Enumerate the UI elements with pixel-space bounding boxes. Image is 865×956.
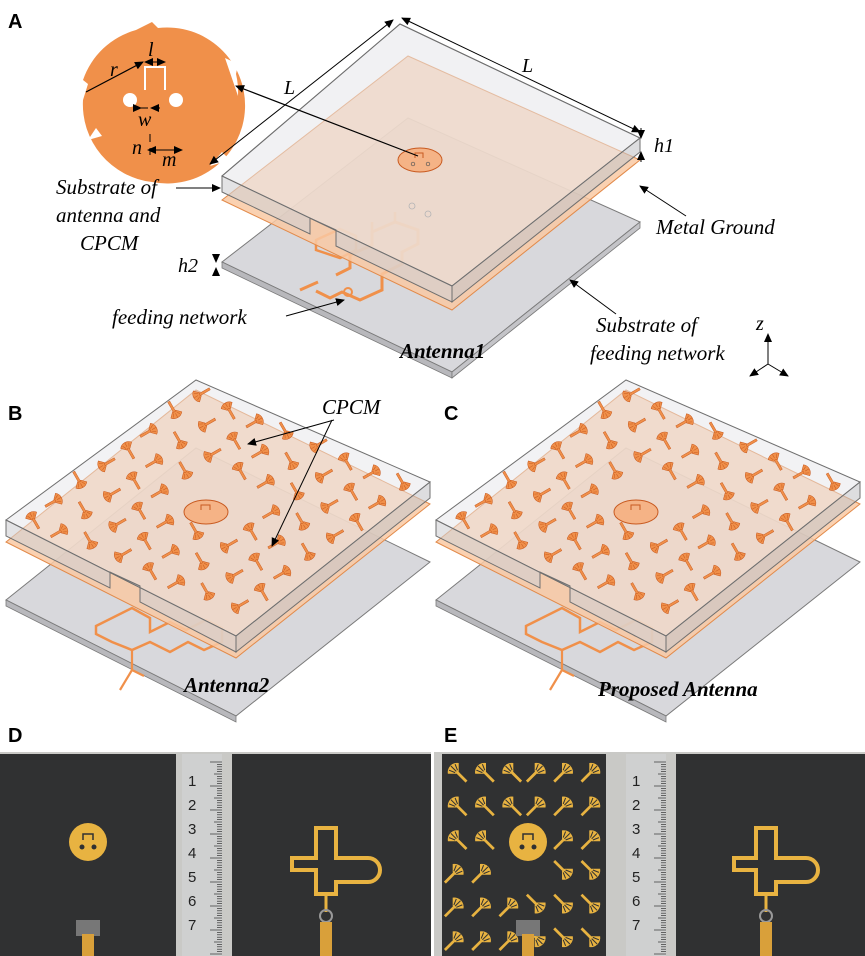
ruler-d-marks: 1 2 3 4 5 6 7 [188, 761, 222, 955]
panel-c: C Proposed Antenna [435, 379, 861, 723]
ruler-number: 1 [188, 773, 196, 790]
patch-detail: l r w n m [82, 22, 246, 184]
panel-letter-d: D [8, 725, 22, 747]
ruler-number: 4 [632, 845, 640, 862]
label-substrate-antenna-1: Substrate of [56, 175, 160, 199]
dim-r: r [110, 59, 118, 81]
label-substrate-antenna-3: CPCM [80, 231, 140, 255]
ruler-d [182, 754, 222, 956]
label-feeding-network: feeding network [112, 305, 247, 329]
ruler-number: 2 [632, 797, 640, 814]
ruler-number: 5 [188, 869, 196, 886]
ruler-e [626, 754, 666, 956]
axis-indicator: z [749, 313, 789, 377]
dim-m: m [162, 149, 176, 171]
ruler-number: 5 [632, 869, 640, 886]
dim-l: l [148, 39, 154, 61]
ruler-number: 2 [188, 797, 196, 814]
ruler-number: 7 [188, 917, 196, 934]
axis-z: z [755, 313, 764, 335]
panel-letter-c: C [444, 403, 458, 425]
sma-connector-d-front [76, 920, 100, 956]
sma-connector-d-back [319, 909, 333, 956]
panel-e: E 1 2 3 4 5 6 7 [434, 725, 865, 956]
label-substrate-feed-2: feeding network [590, 341, 725, 365]
dim-h1: h1 [654, 135, 674, 157]
ruler-number: 3 [188, 821, 196, 838]
sma-connector-e-back [759, 909, 773, 956]
dim-L-left: L [283, 77, 295, 99]
patch-photo-e [509, 823, 547, 861]
ruler-number: 6 [188, 893, 196, 910]
panel-a: A [8, 11, 789, 379]
ruler-number: 3 [632, 821, 640, 838]
radiating-patch [397, 147, 443, 173]
ruler-number: 7 [632, 917, 640, 934]
panel-b: B CPCM Antenna2 [5, 379, 431, 723]
ruler-e-marks: 1 2 3 4 5 6 7 [632, 761, 666, 955]
label-cpcm: CPCM [322, 395, 382, 419]
label-metal-ground: Metal Ground [655, 215, 775, 239]
label-proposed-antenna: Proposed Antenna [597, 677, 758, 701]
dim-n: n [132, 137, 142, 159]
panel-d: D 1 2 3 4 5 6 7 [0, 725, 431, 956]
label-antenna2: Antenna2 [182, 673, 270, 697]
ruler-number: 1 [632, 773, 640, 790]
panel-letter-e: E [444, 725, 457, 747]
sma-connector-e-front [516, 920, 540, 956]
dim-h2: h2 [178, 255, 198, 277]
label-antenna1: Antenna1 [398, 339, 485, 363]
label-substrate-feed-1: Substrate of [596, 313, 700, 337]
dim-L-top: L [521, 55, 533, 77]
patch-photo-d [69, 823, 107, 861]
ruler-number: 4 [188, 845, 196, 862]
label-substrate-antenna-2: antenna and [56, 203, 161, 227]
dim-w: w [138, 109, 152, 131]
ruler-number: 6 [632, 893, 640, 910]
panel-letter-b: B [8, 403, 22, 425]
panel-letter-a: A [8, 11, 22, 33]
